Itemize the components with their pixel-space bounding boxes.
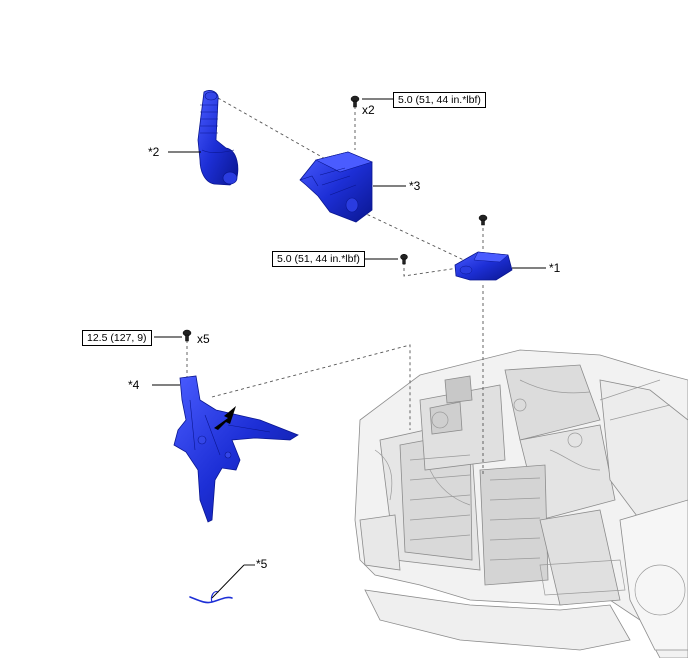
part-4-support-bracket: [173, 375, 299, 523]
quantity-part3: x2: [362, 103, 375, 117]
part-2-air-inlet-hose: [197, 90, 239, 186]
torque-spec-part4: 12.5 (127, 9): [82, 330, 152, 346]
callout-leaders: [152, 98, 546, 599]
callout-part-5: *5: [256, 557, 268, 571]
dashed-guide-lines: [186, 97, 484, 475]
torque-spec-part3: 5.0 (51, 44 in.*lbf): [393, 92, 486, 108]
callout-part-4: *4: [128, 378, 140, 392]
torque-spec-part1: 5.0 (51, 44 in.*lbf): [272, 251, 365, 267]
bolt-icon-part1-top: [478, 214, 488, 226]
quantity-part4: x5: [197, 332, 210, 346]
part-1-bracket: [454, 251, 513, 281]
bolt-icons: [182, 95, 488, 342]
part-5-cable: [189, 591, 233, 604]
callout-part-1: *1: [549, 261, 561, 275]
bolt-icon-part3: [350, 95, 360, 108]
bolt-icon-part1-side: [400, 253, 408, 265]
bolt-icon-part4: [182, 329, 192, 342]
callout-part-2: *2: [148, 145, 160, 159]
engine-compartment-illustration: [354, 349, 688, 659]
part-3-air-cleaner-case: [299, 151, 373, 223]
callout-part-3: *3: [409, 179, 421, 193]
